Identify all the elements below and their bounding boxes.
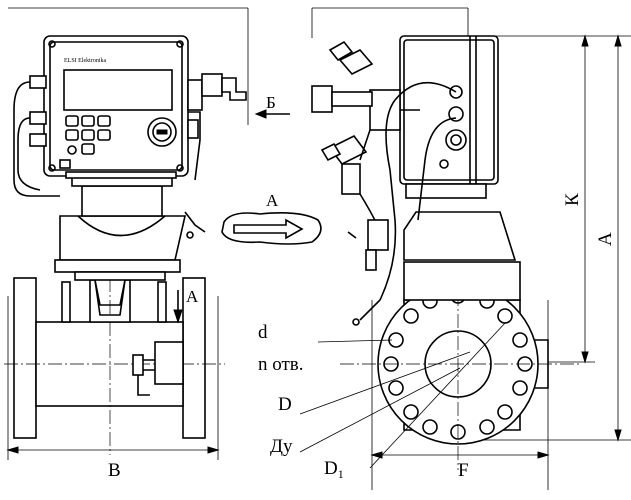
pressure-sensor [154,341,184,385]
label-d1-sub: 1 [338,467,344,481]
valve-block [311,40,420,195]
label-a-top: А [266,191,279,210]
left-flange [13,277,37,439]
label-d-big: D [278,394,292,415]
flow-direction-arrow [221,212,322,245]
label-b-arrow: Б [266,93,276,112]
label-a-side: А [186,287,199,306]
brand-label: ELSI Elektronika [64,58,106,64]
lcd-screen [63,69,173,111]
label-b-dimension: B [108,460,121,481]
keypad [65,115,111,155]
label-a-right: А [595,232,616,246]
label-d-small: d [258,322,268,343]
label-d1-main: D [324,458,338,479]
label-d1: D1 [324,458,344,481]
front-view: ELSI Elektronika [4,7,290,460]
label-n-holes: n отв. [258,354,304,375]
label-du: Ду [270,436,293,457]
label-f-dimension: F [458,460,469,481]
counter-housing [59,215,187,261]
side-view [299,7,631,490]
label-k: К [562,193,583,206]
